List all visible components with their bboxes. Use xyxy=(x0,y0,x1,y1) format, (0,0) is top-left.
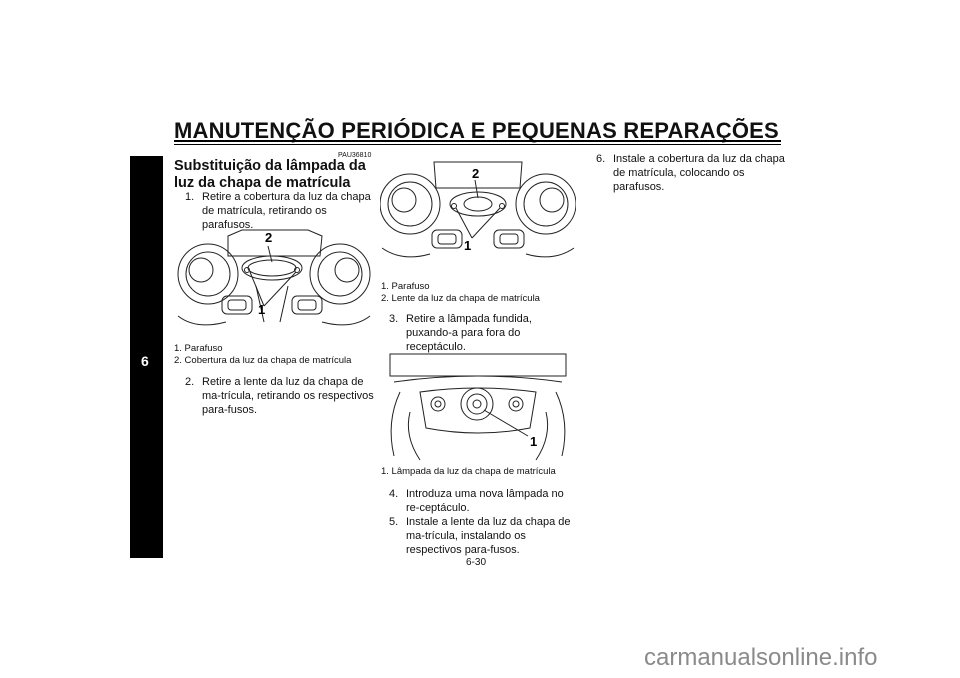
figure-3-caption-1: 1. Lâmpada da luz da chapa de matrícula xyxy=(381,466,556,477)
step-number: 6. xyxy=(596,153,606,165)
figure-1-caption-1: 1. Parafuso xyxy=(174,343,223,354)
section-code: PAU36810 xyxy=(338,152,372,159)
step-number: 5. xyxy=(389,516,399,528)
figure-2-lens-removal: 2 1 xyxy=(380,161,576,258)
section-title: Substituição da lâmpada da luz da chapa … xyxy=(174,158,366,191)
figure-2-caption-1: 1. Parafuso xyxy=(381,281,430,292)
header-rule-thin xyxy=(174,144,781,145)
watermark: carmanualsonline.info xyxy=(644,644,878,671)
figure-1-caption-2: 2. Cobertura da luz da chapa de matrícul… xyxy=(174,355,352,366)
step-number: 1. xyxy=(185,191,195,203)
step-text: Retire a lente da luz da chapa de ma-trí… xyxy=(202,376,374,416)
page-number: 6-30 xyxy=(466,557,487,568)
step-number: 2. xyxy=(185,376,195,388)
figure-2-caption-2: 2. Lente da luz da chapa de matrícula xyxy=(381,293,540,304)
chapter-number: 6 xyxy=(141,353,149,369)
step-text: Retire a cobertura da luz da chapa de ma… xyxy=(202,191,371,231)
figure-1-callout-2: 2 xyxy=(265,230,272,245)
figure-3-bulb-socket: 1 xyxy=(389,353,567,461)
step-number: 3. xyxy=(389,313,399,325)
figure-1-callout-1: 1 xyxy=(258,302,265,317)
figure-3-callout-1: 1 xyxy=(530,434,537,449)
step-text: Instale a lente da luz da chapa de ma-tr… xyxy=(406,516,571,556)
figure-2-callout-2: 2 xyxy=(472,166,479,181)
step-text: Introduza uma nova lâmpada no re-ceptácu… xyxy=(406,488,564,514)
step-text: Instale a cobertura da luz da chapa de m… xyxy=(613,153,785,193)
figure-1-cover-removal: 2 1 xyxy=(177,229,371,326)
page-title: MANUTENÇÃO PERIÓDICA E PEQUENAS REPARAÇÕ… xyxy=(174,118,779,143)
step-text: Retire a lâmpada fundida, puxando-a para… xyxy=(406,313,532,353)
chapter-tab xyxy=(130,156,163,558)
figure-2-callout-1: 1 xyxy=(464,238,471,253)
step-number: 4. xyxy=(389,488,399,500)
header-rule xyxy=(174,140,781,142)
